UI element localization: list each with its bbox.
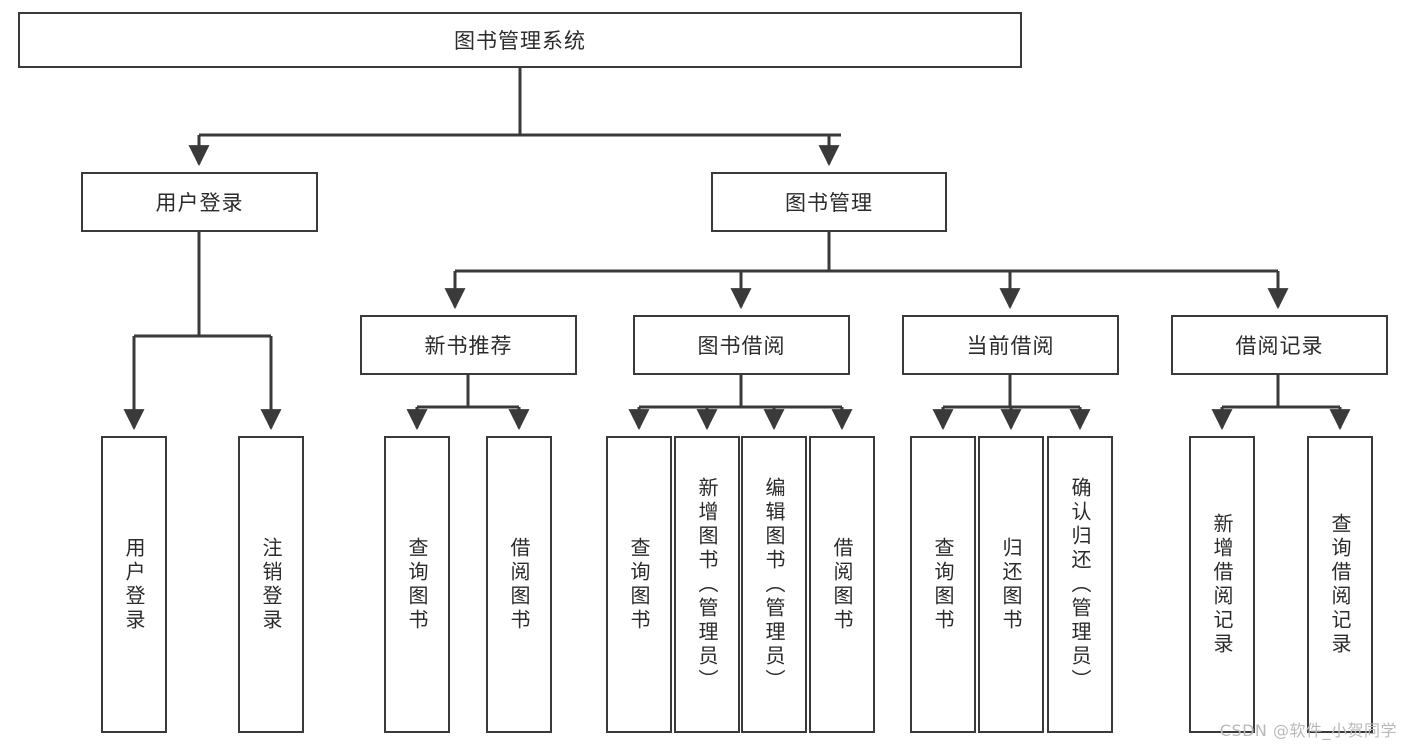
- node-user-login-label: 用户登录: [155, 191, 244, 215]
- node-new-book-recommend[interactable]: 新书推荐: [360, 315, 577, 375]
- leaf-record-add-label: 新增借阅记录: [1210, 512, 1234, 657]
- leaf-current-return-book[interactable]: 归还图书: [978, 436, 1044, 733]
- leaf-new-book-query-label: 查询图书: [405, 536, 429, 633]
- leaf-new-book-borrow-label: 借阅图书: [507, 536, 531, 633]
- leaf-user-login-signout-label: 注销登录: [259, 536, 283, 633]
- leaf-current-query-book-label: 查询图书: [931, 536, 955, 633]
- leaf-user-login-signout[interactable]: 注销登录: [238, 436, 304, 733]
- leaf-borrow-query-book-label: 查询图书: [627, 536, 651, 633]
- node-root-system[interactable]: 图书管理系统: [18, 12, 1022, 68]
- leaf-borrow-query-book[interactable]: 查询图书: [606, 436, 672, 733]
- leaf-borrow-borrow-book[interactable]: 借阅图书: [809, 436, 875, 733]
- leaf-borrow-edit-book[interactable]: 编辑图书（管理员）: [741, 436, 807, 733]
- leaf-borrow-edit-book-label: 编辑图书（管理员）: [762, 476, 786, 693]
- node-book-management[interactable]: 图书管理: [711, 172, 947, 232]
- leaf-user-login-signin-label: 用户登录: [122, 536, 146, 633]
- leaf-record-add[interactable]: 新增借阅记录: [1189, 436, 1255, 733]
- node-user-login[interactable]: 用户登录: [81, 172, 318, 232]
- leaf-current-return-book-label: 归还图书: [999, 536, 1023, 633]
- leaf-new-book-borrow[interactable]: 借阅图书: [486, 436, 552, 733]
- leaf-record-query-label: 查询借阅记录: [1328, 512, 1352, 657]
- node-book-management-label: 图书管理: [785, 191, 873, 215]
- node-current-borrow-label: 当前借阅: [966, 334, 1055, 358]
- node-root-system-label: 图书管理系统: [454, 29, 586, 53]
- node-book-borrow[interactable]: 图书借阅: [633, 315, 850, 375]
- leaf-borrow-add-book-label: 新增图书（管理员）: [695, 476, 719, 693]
- node-borrow-records-label: 借阅记录: [1235, 334, 1324, 358]
- leaf-record-query[interactable]: 查询借阅记录: [1307, 436, 1373, 733]
- leaf-current-confirm-return[interactable]: 确认归还（管理员）: [1047, 436, 1113, 733]
- leaf-current-query-book[interactable]: 查询图书: [910, 436, 976, 733]
- leaf-current-confirm-return-label: 确认归还（管理员）: [1068, 476, 1092, 693]
- node-new-book-recommend-label: 新书推荐: [424, 334, 513, 358]
- leaf-borrow-borrow-book-label: 借阅图书: [830, 536, 854, 633]
- node-current-borrow[interactable]: 当前借阅: [902, 315, 1119, 375]
- leaf-new-book-query[interactable]: 查询图书: [384, 436, 450, 733]
- leaf-borrow-add-book[interactable]: 新增图书（管理员）: [674, 436, 740, 733]
- leaf-user-login-signin[interactable]: 用户登录: [101, 436, 167, 733]
- node-borrow-records[interactable]: 借阅记录: [1171, 315, 1388, 375]
- node-book-borrow-label: 图书借阅: [697, 334, 786, 358]
